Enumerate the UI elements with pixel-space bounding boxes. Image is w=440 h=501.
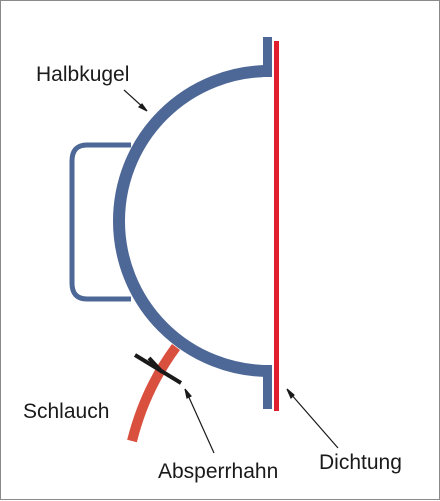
label-schlauch: Schlauch [23, 400, 110, 423]
leader-absperrhahn [186, 392, 215, 454]
valve-stem [147, 356, 164, 374]
label-dichtung: Dichtung [319, 451, 402, 474]
arrowhead-absperrhahn [184, 388, 192, 399]
flange-hollow [263, 77, 272, 365]
label-absperrhahn: Absperrhahn [158, 460, 279, 483]
arrowhead-halbkugel [137, 103, 148, 112]
leader-dichtung [289, 392, 339, 449]
handle [69, 142, 131, 302]
label-halbkugel: Halbkugel [36, 63, 130, 86]
seal [274, 41, 279, 411]
leader-lines [123, 89, 339, 454]
hemisphere-shell [113, 65, 270, 377]
hose [127, 344, 181, 443]
arrowhead-dichtung [286, 388, 295, 400]
